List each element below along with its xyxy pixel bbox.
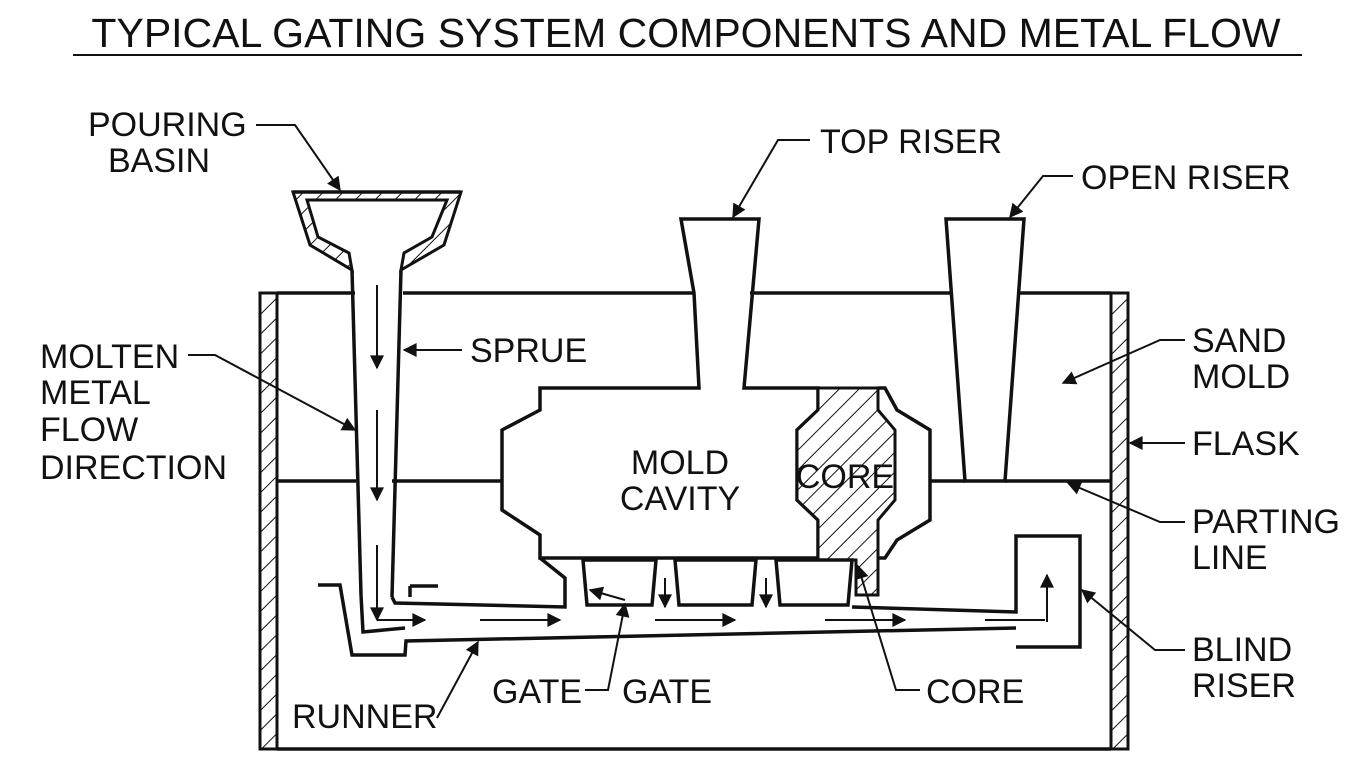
label-molten-2: METAL <box>40 374 151 412</box>
label-core-inside: CORE <box>796 458 894 496</box>
label-open-riser: OPEN RISER <box>1081 159 1291 197</box>
label-sprue: SPRUE <box>470 332 587 370</box>
gates <box>581 558 854 607</box>
label-mold-cavity-1: MOLD <box>631 444 729 482</box>
flask-right-wall <box>1109 291 1130 751</box>
label-runner: RUNNER <box>292 698 437 736</box>
label-gate-left: GATE <box>492 673 582 711</box>
label-top-riser: TOP RISER <box>820 123 1002 161</box>
label-molten-3: FLOW <box>40 411 138 449</box>
flow-arrows <box>370 285 1054 627</box>
label-pouring-basin-2: BASIN <box>108 142 210 180</box>
runner-extension <box>851 534 1082 649</box>
label-blind-riser-1: BLIND <box>1192 631 1292 669</box>
sand-mold-outline <box>277 291 1111 751</box>
mold-cavity-right-wall <box>878 386 932 560</box>
label-molten-4: DIRECTION <box>40 449 227 487</box>
leader-lines <box>188 124 1185 719</box>
label-blind-riser-2: RISER <box>1192 667 1296 705</box>
label-core-callout: CORE <box>926 673 1024 711</box>
flask-left-wall <box>258 291 279 751</box>
label-sand-mold-1: SAND <box>1192 322 1286 360</box>
open-riser <box>944 217 1026 483</box>
runner <box>318 556 1017 657</box>
diagram-title: TYPICAL GATING SYSTEM COMPONENTS AND MET… <box>91 10 1280 56</box>
pouring-basin <box>290 190 464 273</box>
label-parting-2: LINE <box>1192 539 1268 577</box>
label-mold-cavity-2: CAVITY <box>620 480 740 518</box>
core-hatched <box>795 386 897 597</box>
label-sand-mold-2: MOLD <box>1192 358 1290 396</box>
label-parting-1: PARTING <box>1192 503 1340 541</box>
label-flask: FLASK <box>1192 425 1300 463</box>
label-molten-1: MOLTEN <box>40 338 179 376</box>
label-gate-right: GATE <box>622 673 712 711</box>
sprue <box>350 269 403 598</box>
label-pouring-basin-1: POURING <box>88 106 247 144</box>
